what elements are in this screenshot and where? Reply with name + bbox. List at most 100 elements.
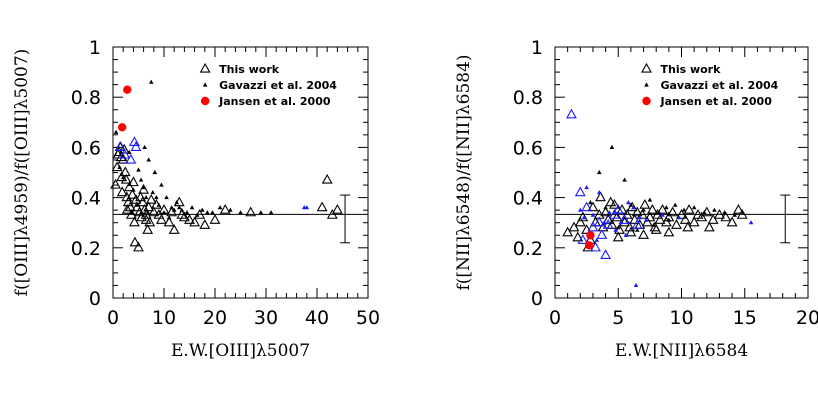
y-tick-label: 0.8 — [71, 87, 101, 109]
data-point — [587, 201, 599, 212]
data-point — [117, 164, 122, 170]
data-point — [609, 209, 620, 219]
data-point — [613, 227, 619, 232]
data-point — [628, 202, 634, 207]
data-point — [656, 210, 662, 215]
data-point — [144, 216, 156, 227]
legend-marker — [642, 96, 651, 106]
data-point — [174, 200, 180, 205]
data-point — [596, 190, 602, 195]
data-point — [596, 169, 602, 175]
data-point — [577, 211, 589, 222]
y-tick-label: 0 — [531, 288, 543, 310]
data-point — [131, 187, 136, 192]
data-point — [748, 220, 754, 225]
data-point — [667, 206, 679, 217]
data-point — [150, 190, 156, 195]
y-tick-label: 0.2 — [71, 238, 101, 260]
data-point — [136, 211, 147, 222]
data-point — [135, 202, 140, 207]
data-point — [631, 205, 636, 210]
data-point — [184, 214, 195, 224]
data-point — [118, 143, 130, 154]
data-point — [581, 201, 593, 212]
data-point — [650, 224, 662, 234]
data-point — [676, 209, 687, 219]
y-tick-label: 0.2 — [513, 238, 543, 260]
data-point — [116, 186, 128, 197]
data-point — [736, 209, 748, 219]
y-tick-label: 0.8 — [513, 87, 543, 109]
data-point — [609, 198, 620, 209]
data-point — [136, 167, 141, 172]
data-point — [205, 210, 210, 215]
data-point — [129, 236, 141, 247]
data-point — [638, 229, 649, 239]
data-point — [611, 211, 623, 222]
data-point — [143, 201, 155, 212]
legend-marker — [200, 96, 210, 106]
data-point — [140, 209, 152, 219]
data-point — [593, 216, 605, 227]
data-point — [672, 202, 678, 207]
data-point — [268, 210, 274, 215]
data-point — [597, 221, 609, 232]
data-point — [189, 216, 201, 227]
x-tick-label: 5 — [612, 307, 624, 329]
data-point — [133, 241, 144, 252]
data-point — [152, 169, 158, 175]
x-tick-label: 15 — [733, 307, 757, 329]
data-point — [156, 214, 167, 224]
data-point — [161, 210, 167, 215]
data-point — [148, 79, 154, 84]
x-tick-label: 40 — [305, 307, 329, 329]
y-axis-title: f([OIII]λ4959)/f([OIII]λ5007) — [12, 49, 32, 297]
data-point — [126, 188, 138, 199]
data-point — [578, 207, 583, 212]
data-point — [651, 222, 656, 227]
data-point — [612, 231, 624, 242]
data-point — [142, 224, 154, 234]
data-point — [692, 209, 704, 219]
data-point — [577, 234, 589, 244]
data-point — [681, 207, 687, 212]
legend-marker — [199, 62, 211, 73]
data-point — [238, 210, 243, 215]
data-point — [130, 210, 135, 215]
y-tick-label: 1 — [89, 37, 101, 59]
data-point — [603, 205, 608, 210]
data-point — [618, 220, 624, 225]
data-point — [209, 214, 221, 224]
data-point — [219, 203, 231, 214]
data-point — [619, 216, 631, 227]
data-point — [605, 196, 617, 207]
data-point — [115, 141, 127, 152]
data-point — [176, 209, 188, 219]
x-tick-label: 10 — [152, 307, 176, 329]
data-point — [124, 201, 136, 212]
data-point — [210, 210, 215, 215]
data-point — [600, 206, 612, 217]
data-point — [130, 193, 142, 204]
data-point — [682, 221, 694, 232]
x-tick-label: 20 — [203, 307, 227, 329]
data-point — [696, 211, 708, 222]
data-point — [720, 211, 732, 222]
data-point — [245, 206, 257, 217]
data-point — [688, 216, 700, 227]
x-tick-label: 10 — [669, 307, 693, 329]
data-point — [117, 123, 127, 132]
data-point — [629, 214, 641, 224]
data-point — [683, 203, 695, 214]
data-point — [584, 184, 589, 190]
data-point — [654, 214, 666, 224]
data-point — [115, 151, 127, 162]
x-tick-label: 0 — [107, 307, 119, 329]
data-point — [714, 209, 725, 219]
data-point — [123, 85, 132, 94]
data-point — [163, 216, 175, 227]
data-point — [110, 178, 121, 189]
data-point — [304, 205, 310, 210]
data-point — [177, 205, 182, 210]
